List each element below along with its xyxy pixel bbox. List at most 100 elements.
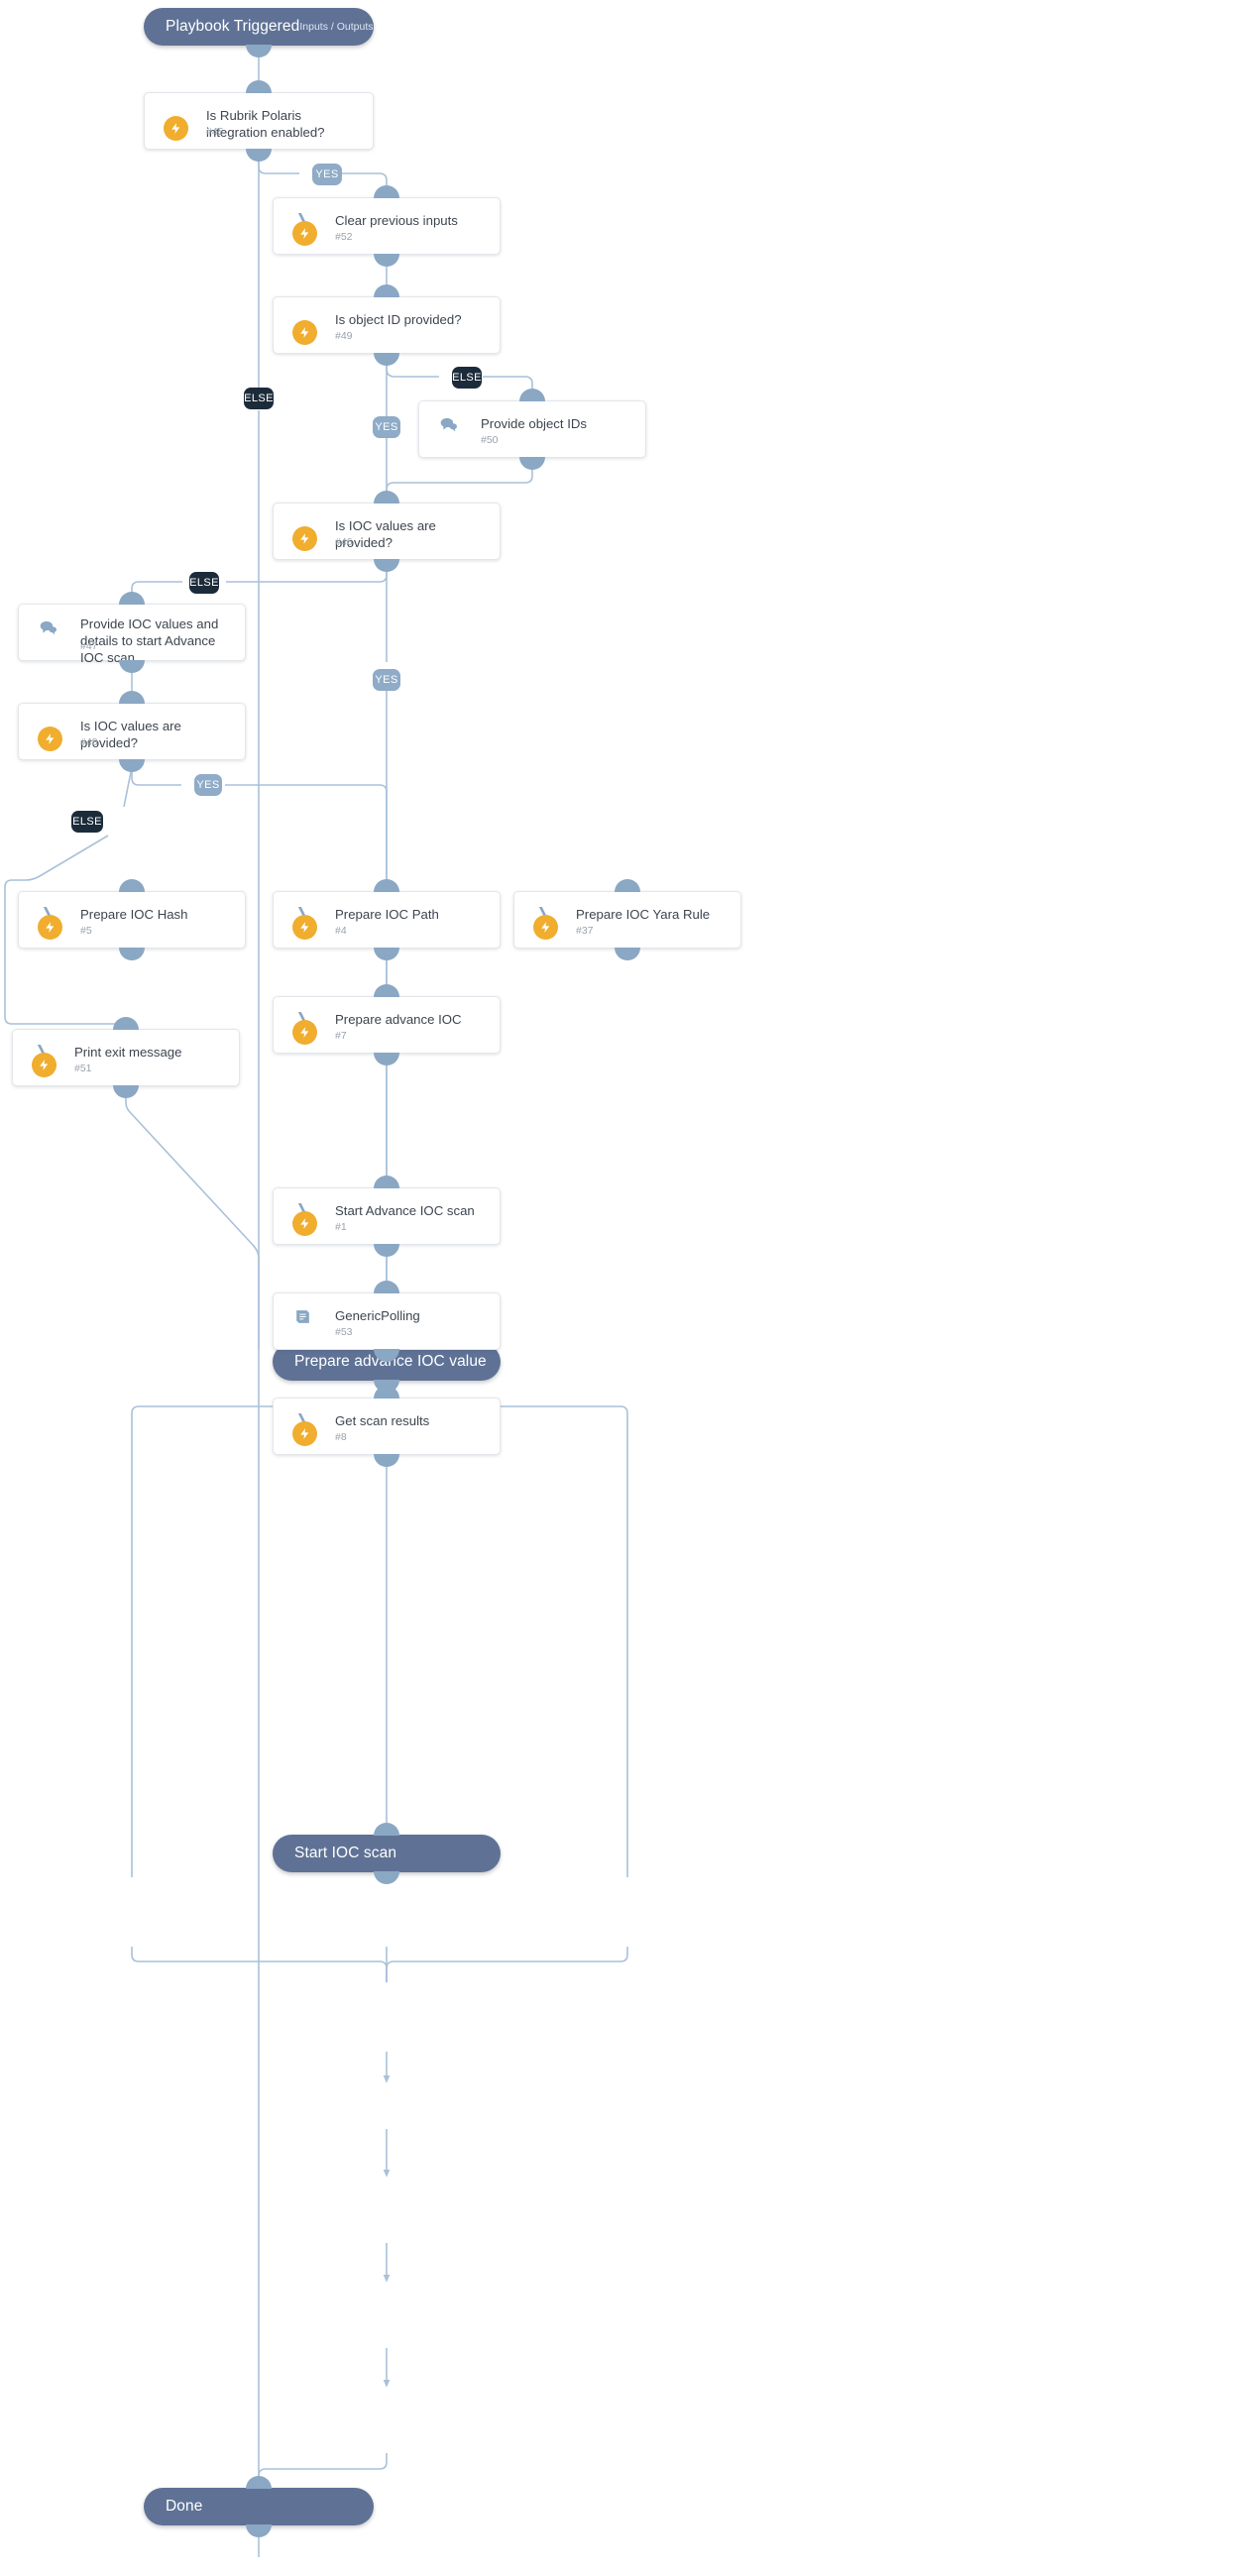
automation-bolt-icon [292, 1421, 317, 1446]
port-out [374, 1244, 399, 1257]
node-id: #47 [80, 640, 98, 652]
port-in [246, 2476, 272, 2489]
node-card[interactable]: GenericPolling #53 [273, 1292, 501, 1350]
header-node-playbook-triggered[interactable]: Playbook Triggered Inputs / Outputs [144, 8, 374, 46]
branch-label-else[interactable]: ELSE [189, 572, 219, 594]
port-out [246, 2524, 272, 2537]
node-card[interactable]: ❭ Start Advance IOC scan #1 [273, 1187, 501, 1245]
port-in [119, 879, 145, 892]
node-title: Prepare advance IOC [335, 1012, 462, 1027]
node-card[interactable]: Is object ID provided? #49 [273, 296, 501, 354]
port-out [519, 457, 545, 470]
header-title: Playbook Triggered [166, 18, 300, 35]
port-out [119, 660, 145, 673]
port-in [374, 879, 399, 892]
node-id: #52 [335, 231, 353, 243]
port-in [519, 389, 545, 401]
port-in [119, 592, 145, 605]
branch-label-else[interactable]: ELSE [244, 388, 274, 409]
automation-bolt-icon [38, 915, 62, 940]
branch-label-yes[interactable]: YES [373, 416, 400, 438]
branch-label-text: YES [375, 421, 398, 433]
port-in [374, 185, 399, 198]
node-card[interactable]: ❭ Prepare advance IOC #7 [273, 996, 501, 1054]
node-card[interactable]: Provide object IDs #50 [418, 400, 646, 458]
node-id: #4 [335, 925, 347, 937]
node-id: #53 [335, 1326, 353, 1338]
node-id: #48 [80, 736, 98, 748]
header-title: Prepare advance IOC value [294, 1353, 487, 1370]
branch-label-text: ELSE [244, 392, 274, 404]
node-card[interactable]: ❭ Print exit message #51 [12, 1029, 240, 1086]
node-card[interactable]: Is IOC values are provided? #48 [18, 703, 246, 760]
node-title: Is IOC values are provided? [335, 518, 436, 550]
branch-label-text: ELSE [189, 577, 219, 589]
header-subtitle-inputs-outputs[interactable]: Inputs / Outputs [299, 21, 374, 33]
node-title: Start Advance IOC scan [335, 1203, 475, 1218]
node-title: Provide IOC values and details to start … [80, 616, 219, 665]
port-in [374, 1176, 399, 1188]
node-card[interactable]: ❭ Prepare IOC Yara Rule #37 [513, 891, 741, 949]
node-title: Get scan results [335, 1413, 430, 1428]
node-id: #37 [576, 925, 594, 937]
port-out [374, 254, 399, 267]
branch-label-else[interactable]: ELSE [452, 367, 482, 389]
branch-label-text: YES [315, 168, 339, 180]
port-out [374, 559, 399, 572]
branch-label-text: YES [196, 779, 220, 791]
automation-bolt-icon [533, 915, 558, 940]
automation-bolt-icon [292, 320, 317, 345]
port-in [113, 1017, 139, 1030]
automation-bolt-icon [292, 1020, 317, 1045]
node-title: Prepare IOC Yara Rule [576, 907, 711, 922]
node-title: Prepare IOC Hash [80, 907, 188, 922]
node-card[interactable]: Provide IOC values and details to start … [18, 604, 246, 665]
port-out [113, 1085, 139, 1098]
node-title: GenericPolling [335, 1308, 420, 1323]
node-card[interactable]: ❭ Prepare IOC Path #4 [273, 891, 501, 949]
branch-label-yes[interactable]: YES [312, 164, 342, 185]
subplaybook-book-icon [293, 1307, 315, 1329]
node-id: #1 [335, 1221, 347, 1233]
automation-bolt-icon [32, 1053, 56, 1077]
node-id: #7 [335, 1030, 347, 1042]
port-out [615, 948, 640, 960]
header-title: Start IOC scan [294, 1845, 397, 1861]
header-node-done[interactable]: Done [144, 2488, 374, 2525]
port-out [119, 759, 145, 772]
branch-label-yes[interactable]: YES [373, 669, 400, 691]
port-out [374, 353, 399, 366]
node-card[interactable]: ❭ Clear previous inputs #52 [273, 197, 501, 255]
port-in [615, 879, 640, 892]
port-in [374, 491, 399, 504]
node-title: Clear previous inputs [335, 213, 458, 228]
node-card[interactable]: ❭ Get scan results #8 [273, 1398, 501, 1455]
port-out [246, 149, 272, 162]
automation-bolt-icon [292, 526, 317, 551]
automation-bolt-icon [292, 221, 317, 246]
node-id: #50 [481, 434, 499, 446]
node-id: #49 [335, 330, 353, 342]
node-card[interactable]: Is Rubrik Polaris integration enabled? #… [144, 92, 374, 150]
node-id: #5 [80, 925, 92, 937]
branch-label-text: ELSE [72, 816, 102, 828]
node-card[interactable]: ❭ Prepare IOC Hash #5 [18, 891, 246, 949]
branch-label-else[interactable]: ELSE [71, 811, 103, 833]
automation-bolt-icon [164, 116, 188, 141]
port-out [246, 45, 272, 57]
port-in [374, 984, 399, 997]
port-in [119, 691, 145, 704]
header-node-start-ioc-scan[interactable]: Start IOC scan [273, 1835, 501, 1872]
port-in [374, 1281, 399, 1293]
port-out [374, 1871, 399, 1884]
port-out [374, 948, 399, 960]
node-title: Is object ID provided? [335, 312, 462, 327]
port-out [374, 1053, 399, 1065]
node-card[interactable]: Is IOC values are provided? #46 [273, 503, 501, 560]
port-in [374, 1386, 399, 1399]
branch-label-yes[interactable]: YES [194, 774, 222, 796]
port-in [246, 80, 272, 93]
node-title: Is Rubrik Polaris integration enabled? [206, 108, 325, 140]
